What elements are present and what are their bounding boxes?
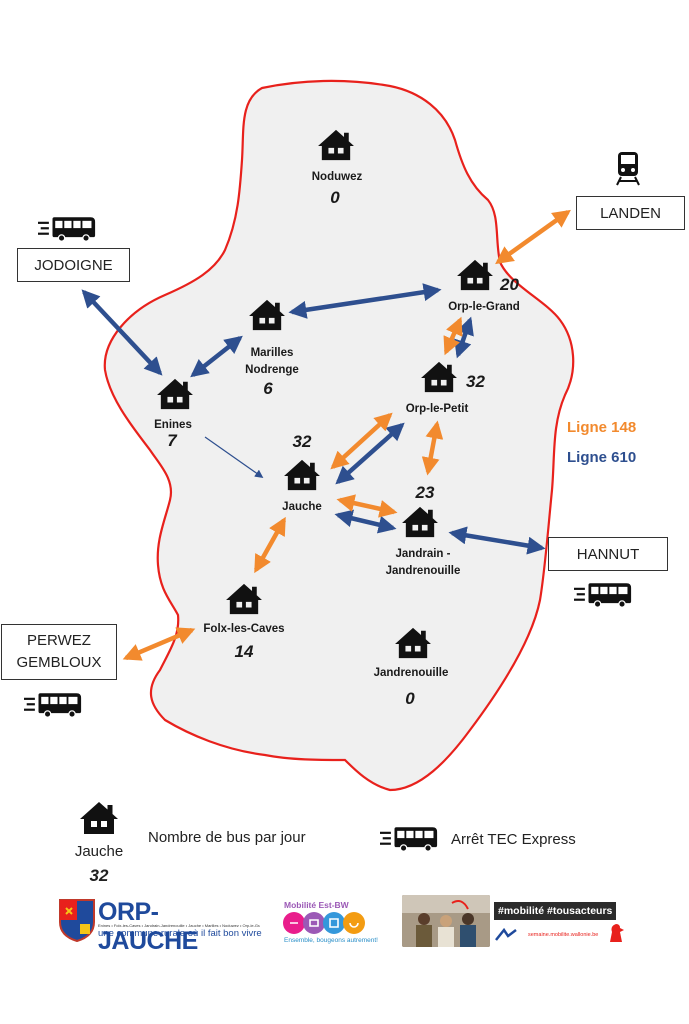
- village-name-line1: Jandrain -: [396, 548, 451, 560]
- photo-people: [402, 895, 490, 947]
- village-name: Jandrenouille: [374, 667, 449, 679]
- orp-jauche-title: ORP-JAUCHE: [98, 898, 198, 955]
- village-name: Orp-le-Grand: [448, 301, 520, 313]
- bus-count: 23: [415, 483, 435, 502]
- bus-count: 0: [330, 188, 340, 207]
- coat-of-arms-icon: [59, 899, 95, 942]
- destination-hannut: HANNUT: [548, 537, 668, 571]
- legend-tec-label: Arrêt TEC Express: [451, 831, 576, 848]
- bus-count: 0: [405, 689, 415, 708]
- village-name-line2: Jandrenouille: [386, 565, 461, 577]
- destination-gembloux: GEMBLOUX: [16, 654, 102, 671]
- route-marilles-orp-le-grand: [288, 283, 442, 319]
- route-folx-perwez: [122, 627, 196, 661]
- legend-house-name: Jauche: [74, 843, 124, 860]
- route-orp-le-grand-orp-le-petit-148: [443, 316, 463, 356]
- village-jandrain-jandrenouille: 23 Jandrain - Jandrenouille: [386, 483, 461, 577]
- semaine-mobilite-logo: #mobilité #tousacteurs semaine.mobilite.…: [494, 902, 624, 946]
- bus-count: 6: [263, 379, 273, 398]
- village-jauche: 32 Jauche: [282, 432, 322, 513]
- route-orp-le-petit-jandrain: [421, 420, 444, 476]
- orp-jauche-villages: Enines • Folx-les-Caves • Jandrain-Jandr…: [98, 923, 260, 928]
- legend-bus-icon: [380, 826, 438, 852]
- route-enines-marilles: [190, 335, 243, 378]
- route-enines-jauche: [204, 436, 264, 478]
- route-orp-le-petit-jauche-148: [330, 412, 393, 470]
- village-jandrenouille: Jandrenouille 0: [374, 627, 449, 708]
- photo-image: [402, 895, 490, 947]
- line-148-connections: [122, 209, 571, 661]
- destination-landen: LANDEN: [576, 196, 685, 230]
- bus-count: 20: [499, 275, 519, 294]
- legend-house-count: 32: [89, 866, 109, 885]
- mobilite-est-bw-logo: Mobilité Est-BW Ensemble, bougeons autre…: [282, 900, 382, 948]
- mobilite-tagline: Ensemble, bougeons autrement!: [284, 937, 378, 944]
- village-name: Folx-les-Caves: [203, 623, 284, 635]
- village-name-line2: Nodrenge: [245, 364, 299, 376]
- orp-jauche-tagline: une commune rurale où il fait bon vivre: [98, 928, 262, 939]
- village-folx-les-caves: Folx-les-Caves 14: [203, 583, 285, 661]
- legend-bus-count-label: Nombre de bus par jour: [148, 829, 306, 846]
- mobilite-title: Mobilité Est-BW: [284, 900, 349, 910]
- legend-line-610: Ligne 610: [567, 449, 637, 466]
- mobilite-icons: [283, 912, 365, 934]
- village-marilles-nodrenge: Marilles Nodrenge 6: [245, 299, 299, 398]
- village-name: Orp-le-Petit: [406, 403, 469, 415]
- hashtags-banner: #mobilité #tousacteurs: [494, 902, 617, 920]
- route-orp-le-grand-landen: [495, 209, 571, 265]
- village-name: Noduwez: [312, 171, 363, 183]
- route-jandrain-hannut: [448, 526, 546, 555]
- website-url: semaine.mobilite.wallonie.be: [528, 932, 599, 938]
- line-610-connections: [81, 283, 546, 555]
- destination-jodoigne: JODOIGNE: [17, 248, 130, 282]
- bus-icon-perwez: [24, 692, 82, 718]
- bus-count: 7: [167, 431, 178, 450]
- destination-perwez-gembloux: PERWEZ GEMBLOUX: [1, 624, 117, 680]
- village-name: Enines: [154, 419, 192, 431]
- orp-jauche-logo: ORP-JAUCHE Enines • Folx-les-Caves • Jan…: [58, 898, 262, 955]
- village-noduwez: Noduwez 0: [312, 129, 363, 207]
- route-jodoigne-enines: [81, 289, 163, 376]
- route-jauche-jandrain-148: [336, 494, 398, 518]
- village-name: Jauche: [282, 501, 322, 513]
- wallonie-rooster-icon: [610, 924, 624, 942]
- village-orp-le-grand: 20 Orp-le-Grand: [448, 259, 520, 313]
- legend-line-148: Ligne 148: [567, 419, 637, 436]
- legend-house-icon: [80, 802, 118, 834]
- destination-perwez: PERWEZ: [27, 632, 91, 649]
- bus-icon-jodoigne: [38, 216, 96, 242]
- route-jauche-folx: [254, 516, 286, 574]
- village-name-line1: Marilles: [251, 347, 294, 359]
- train-icon: [616, 152, 640, 186]
- bus-icon-hannut: [574, 582, 632, 608]
- contact-logo-icon: [495, 928, 517, 941]
- bus-count: 32: [466, 372, 485, 391]
- bus-count: 14: [235, 642, 254, 661]
- village-orp-le-petit: 32 Orp-le-Petit: [406, 361, 485, 415]
- bus-count: 32: [293, 432, 312, 451]
- village-enines: Enines 7: [154, 378, 193, 450]
